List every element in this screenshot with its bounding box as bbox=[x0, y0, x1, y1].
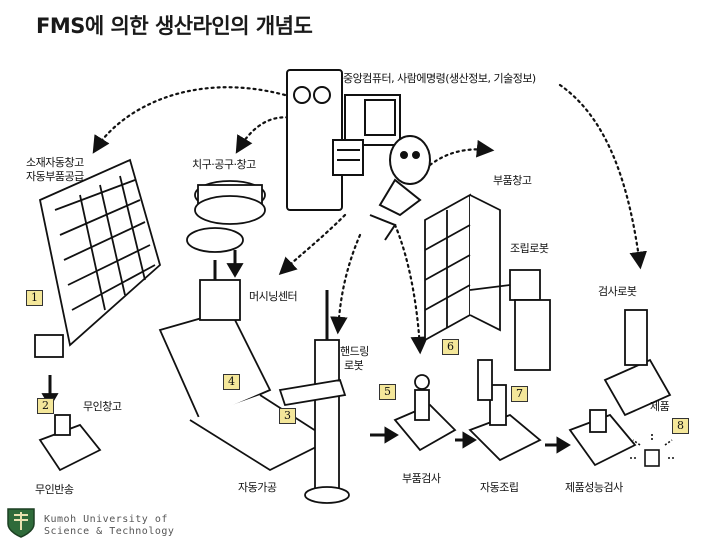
parts-inspection-label: 부품검사 bbox=[402, 472, 441, 485]
page-title: FMS에 의한 생산라인의 개념도 bbox=[36, 14, 313, 38]
tool-store-icon bbox=[186, 180, 266, 278]
assembly-robot-icon bbox=[469, 269, 551, 371]
parts-store-icon bbox=[424, 193, 501, 342]
step-number-4: 4 bbox=[223, 374, 240, 390]
handling-robot-icon bbox=[278, 290, 350, 504]
step-number-2: 2 bbox=[37, 398, 54, 414]
step-number-1: 1 bbox=[26, 290, 43, 306]
step-number-6: 6 bbox=[442, 339, 459, 355]
machining-center-label: 머시닝센터 bbox=[249, 290, 298, 303]
process-arrows bbox=[370, 426, 571, 454]
step-number-3: 3 bbox=[279, 408, 296, 424]
auto-assembly-label: 자동조립 bbox=[480, 481, 519, 494]
unmanned-transport-label: 무인반송 bbox=[35, 483, 74, 496]
assembly-robot-label: 조립로봇 bbox=[510, 242, 549, 255]
material-warehouse-icon bbox=[34, 158, 162, 358]
handling-robot-label-1: 핸드링 bbox=[340, 345, 369, 358]
material-warehouse-label-1: 소재자동창고 bbox=[26, 156, 84, 169]
unmanned-transport-icon bbox=[38, 375, 102, 472]
step-number-7: 7 bbox=[511, 386, 528, 402]
tool-store-label: 치구·공구·창고 bbox=[192, 158, 256, 171]
unmanned-store-label: 무인창고 bbox=[83, 400, 122, 413]
university-logo-icon bbox=[7, 508, 35, 538]
product-icon bbox=[628, 432, 676, 467]
material-warehouse-label-2: 자동부품공급 bbox=[26, 170, 84, 183]
product-label: 제품 bbox=[650, 400, 670, 413]
university-name-line2: Science & Technology bbox=[44, 526, 175, 537]
university-name: Kumoh University of Science & Technology bbox=[44, 514, 174, 538]
step-number-5: 5 bbox=[379, 384, 396, 400]
central-computer-icon bbox=[286, 69, 401, 211]
university-name-line1: Kumoh University of bbox=[44, 514, 168, 525]
handling-robot-label-2: 로봇 bbox=[344, 359, 364, 372]
inspection-robot-label: 검사로봇 bbox=[598, 285, 637, 298]
parts-inspection-icon bbox=[393, 374, 457, 452]
inspection-robot-icon bbox=[568, 309, 672, 467]
auto-assembly-icon bbox=[468, 359, 542, 462]
operator-icon bbox=[369, 135, 431, 241]
central-computer-label: 중앙컴퓨터, 사람에명령(생산정보, 기술정보) bbox=[343, 72, 536, 85]
step-number-8: 8 bbox=[672, 418, 689, 434]
parts-store-label: 부품창고 bbox=[493, 174, 532, 187]
auto-machining-label: 자동가공 bbox=[238, 481, 277, 494]
machining-center-icon bbox=[158, 260, 332, 472]
product-performance-label: 제품성능검사 bbox=[565, 481, 623, 494]
